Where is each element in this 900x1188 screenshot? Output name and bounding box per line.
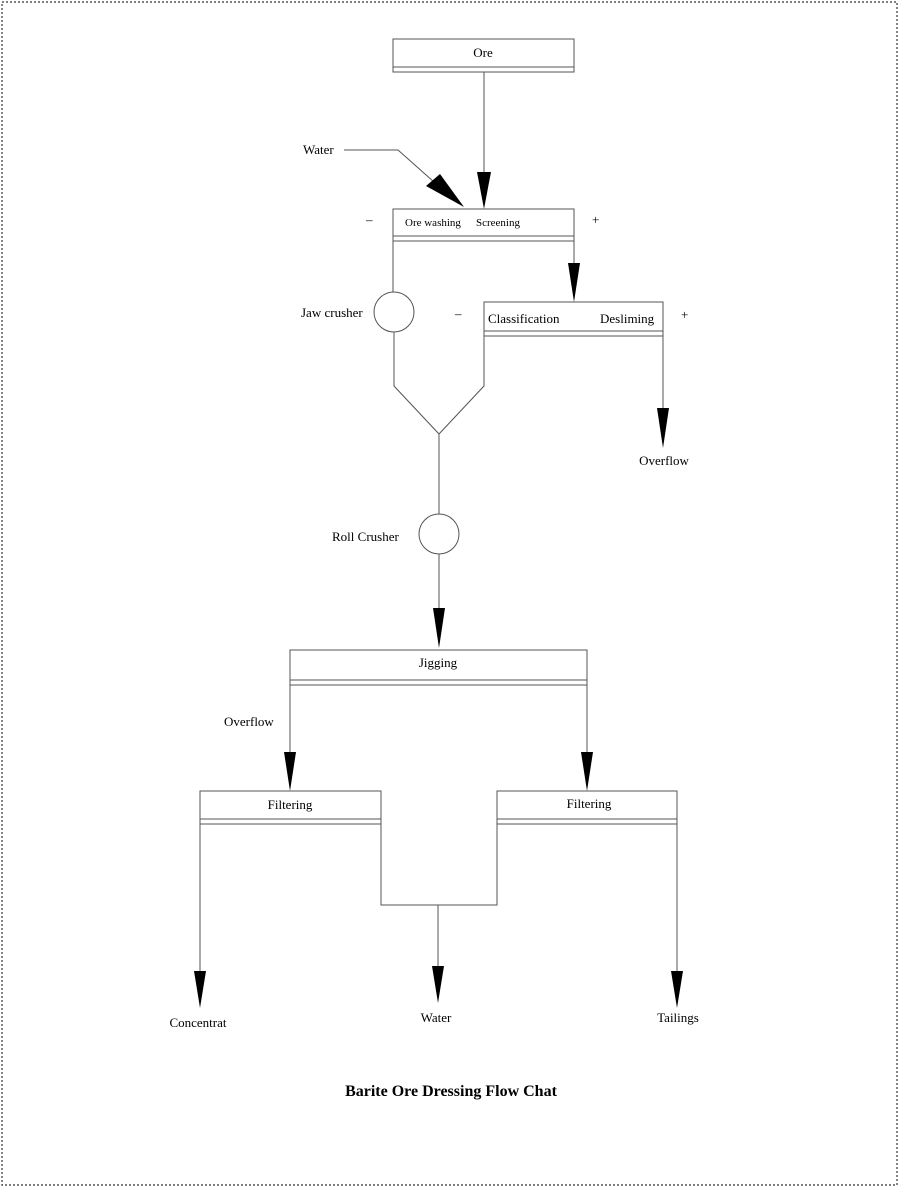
node-screening-label: Screening [476,217,520,229]
node-jigging-label: Jigging [419,655,458,670]
label-water-out: Water [421,1010,452,1025]
node-jigging: Jigging [289,649,588,686]
edge-classification-to-merge [438,336,485,435]
screen-minus-sign: – [365,212,373,227]
class-minus-sign: – [454,306,462,321]
arrow-to-concentrat [194,971,206,1008]
node-desliming-label: Desliming [600,311,655,326]
arrow-screening-to-classification [568,263,580,302]
arrow-water-in [426,174,464,207]
node-ore-label: Ore [473,45,493,60]
jaw-crusher-circle [373,291,415,333]
edge-filtrate-collector [380,824,498,906]
label-tailings: Tailings [657,1010,699,1025]
arrow-ore-to-screening [477,172,491,209]
label-concentrat: Concentrat [169,1015,226,1030]
arrow-to-tailings [671,971,683,1008]
arrow-desliming-to-overflow [657,408,669,448]
diagram-title: Barite Ore Dressing Flow Chat [345,1083,558,1100]
node-ore-washing-label: Ore washing [405,217,461,229]
arrow-jigging-to-filter-right [581,752,593,791]
label-overflow-top: Overflow [639,453,689,468]
edge-water-in [344,149,435,183]
node-washing-screening: Ore washing Screening [392,208,575,242]
node-classification-desliming: Classification Desliming [483,301,664,337]
label-roll-crusher: Roll Crusher [332,529,399,544]
node-filtering-right: Filtering [496,790,678,825]
label-jaw-crusher: Jaw crusher [301,305,363,320]
node-classification-label: Classification [488,311,560,326]
label-overflow-jig: Overflow [224,714,274,729]
roll-crusher-circle [418,513,460,555]
arrow-to-water [432,966,444,1003]
edge-jaw-to-merge [393,332,440,435]
arrow-roll-to-jigging [433,608,445,648]
arrow-jigging-to-filter-left [284,752,296,791]
node-filtering-left-label: Filtering [268,797,313,812]
node-ore: Ore [392,38,575,73]
label-water-in: Water [303,142,334,157]
node-filtering-right-label: Filtering [567,796,612,811]
screen-plus-sign: + [592,212,599,227]
class-plus-sign: + [681,307,688,322]
node-filtering-left: Filtering [199,790,382,825]
